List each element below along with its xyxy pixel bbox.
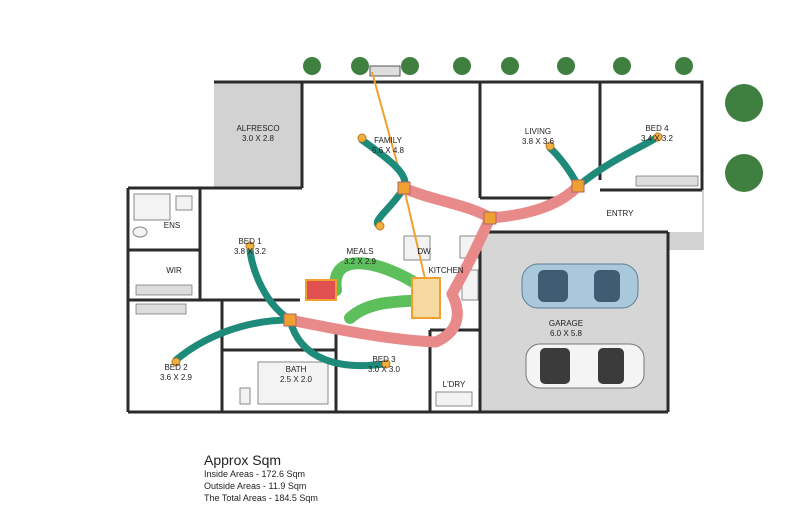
room-label-bed1: BED 1 (238, 237, 262, 246)
trees (303, 57, 763, 192)
room-label-ens: ENS (164, 221, 180, 230)
room-label-meals: MEALS (346, 247, 373, 256)
room-dims-bed2: 3.6 X 2.9 (160, 373, 193, 382)
area-summary-title: Approx Sqm (204, 452, 282, 468)
room-label-kitchen: KITCHEN (428, 266, 463, 275)
room-dims-bed4: 3.4 X 3.2 (641, 134, 674, 143)
room-label-wir: WIR (166, 266, 182, 275)
room-label-bed4: BED 4 (645, 124, 669, 133)
room-dims-family: 5.6 X 4.8 (372, 146, 405, 155)
room-label-alfresco: ALFRESCO (236, 124, 279, 133)
wardrobes (135, 175, 699, 315)
alfresco-floor (214, 82, 302, 188)
room-label-garage: GARAGE (549, 319, 583, 328)
room-label-bed2: BED 2 (164, 363, 188, 372)
room-label-entry: ENTRY (607, 209, 635, 218)
car-white-icon (525, 343, 645, 389)
room-label-bed3: BED 3 (372, 355, 396, 364)
diffusers (171, 132, 663, 369)
area-total: The Total Areas - 184.5 Sqm (204, 493, 318, 503)
room-dims-meals: 3.2 X 2.9 (344, 257, 377, 266)
room-label-family: FAMILY (374, 136, 403, 145)
room-label-living: LIVING (525, 127, 551, 136)
outdoor-ac-unit (369, 65, 401, 77)
room-dims-bed1: 3.8 X 3.2 (234, 247, 267, 256)
walls (126, 80, 704, 414)
area-outside: Outside Areas - 11.9 Sqm (204, 481, 307, 491)
room-label-dw: DW (417, 247, 431, 256)
room-dims-alfresco: 3.0 X 2.8 (242, 134, 275, 143)
car-blue-icon (521, 263, 639, 309)
room-dims-garage: 6.0 X 5.8 (550, 329, 583, 338)
room-dims-bed3: 3.0 X 3.0 (368, 365, 401, 374)
room-label-ldry: L'DRY (443, 380, 466, 389)
room-dims-living: 3.8 X 3.6 (522, 137, 555, 146)
area-inside: Inside Areas - 172.6 Sqm (204, 469, 306, 479)
room-dims-bath: 2.5 X 2.0 (280, 375, 313, 384)
duct-junctions (283, 179, 585, 327)
room-label-bath: BATH (286, 365, 307, 374)
